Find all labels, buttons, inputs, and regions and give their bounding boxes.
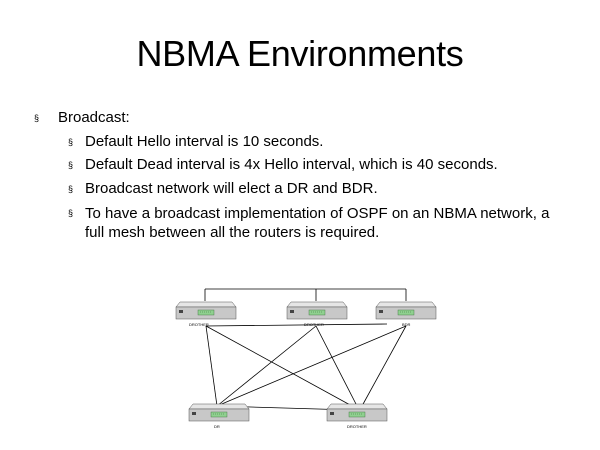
mesh-links <box>205 323 407 411</box>
sub-bullet-dead: § Default Dead interval is 4x Hello inte… <box>68 156 568 174</box>
bullet-marker: § <box>68 160 74 170</box>
sub-bullet-elect-text: Broadcast network will elect a DR and BD… <box>85 180 378 197</box>
link-r1-r5 <box>205 325 353 407</box>
sub-bullet-full-mesh: § To have a broadcast implementation of … <box>68 204 568 244</box>
bullet-marker: § <box>34 113 40 123</box>
sub-bullet-dead-text: Default Dead interval is 4x Hello interv… <box>85 156 498 173</box>
router-r2-label: DROTHER <box>304 322 324 327</box>
router-r4: DR <box>188 403 250 429</box>
link-r1-r3 <box>205 323 388 327</box>
sub-bullet-hello-text: Default Hello interval is 10 seconds. <box>85 133 324 150</box>
router-r1: DROTHER <box>175 301 237 327</box>
slide-title: NBMA Environments <box>136 33 464 74</box>
bullet-marker: § <box>68 208 74 218</box>
router-r3-label: BDR <box>402 322 411 327</box>
sub-bullet-full-mesh-text: To have a broadcast implementation of OS… <box>85 205 550 241</box>
sub-bullet-elect: § Broadcast network will elect a DR and … <box>68 180 568 198</box>
link-r2-r5 <box>315 325 358 407</box>
link-r3-r5 <box>361 325 407 407</box>
bullet-broadcast-text: Broadcast: <box>58 109 130 126</box>
router-r1-label: DROTHER <box>189 322 209 327</box>
router-r4-label: DR <box>214 424 220 429</box>
bullet-marker: § <box>68 137 74 147</box>
top-segment <box>204 288 407 301</box>
sub-bullet-hello: § Default Hello interval is 10 seconds. <box>68 133 568 151</box>
router-r5-label: DROTHER <box>347 424 367 429</box>
router-r3: BDR <box>375 301 437 327</box>
router-r2: DROTHER <box>286 301 348 327</box>
link-r1-r4 <box>205 325 218 407</box>
bullet-marker: § <box>68 184 74 194</box>
bullet-broadcast: § Broadcast: <box>34 109 574 127</box>
router-r5: DROTHER <box>326 403 388 429</box>
bullet-list: § Broadcast: § Default Hello interval is… <box>34 109 574 244</box>
link-r2-r4 <box>216 325 317 407</box>
link-r3-r4 <box>216 325 407 407</box>
